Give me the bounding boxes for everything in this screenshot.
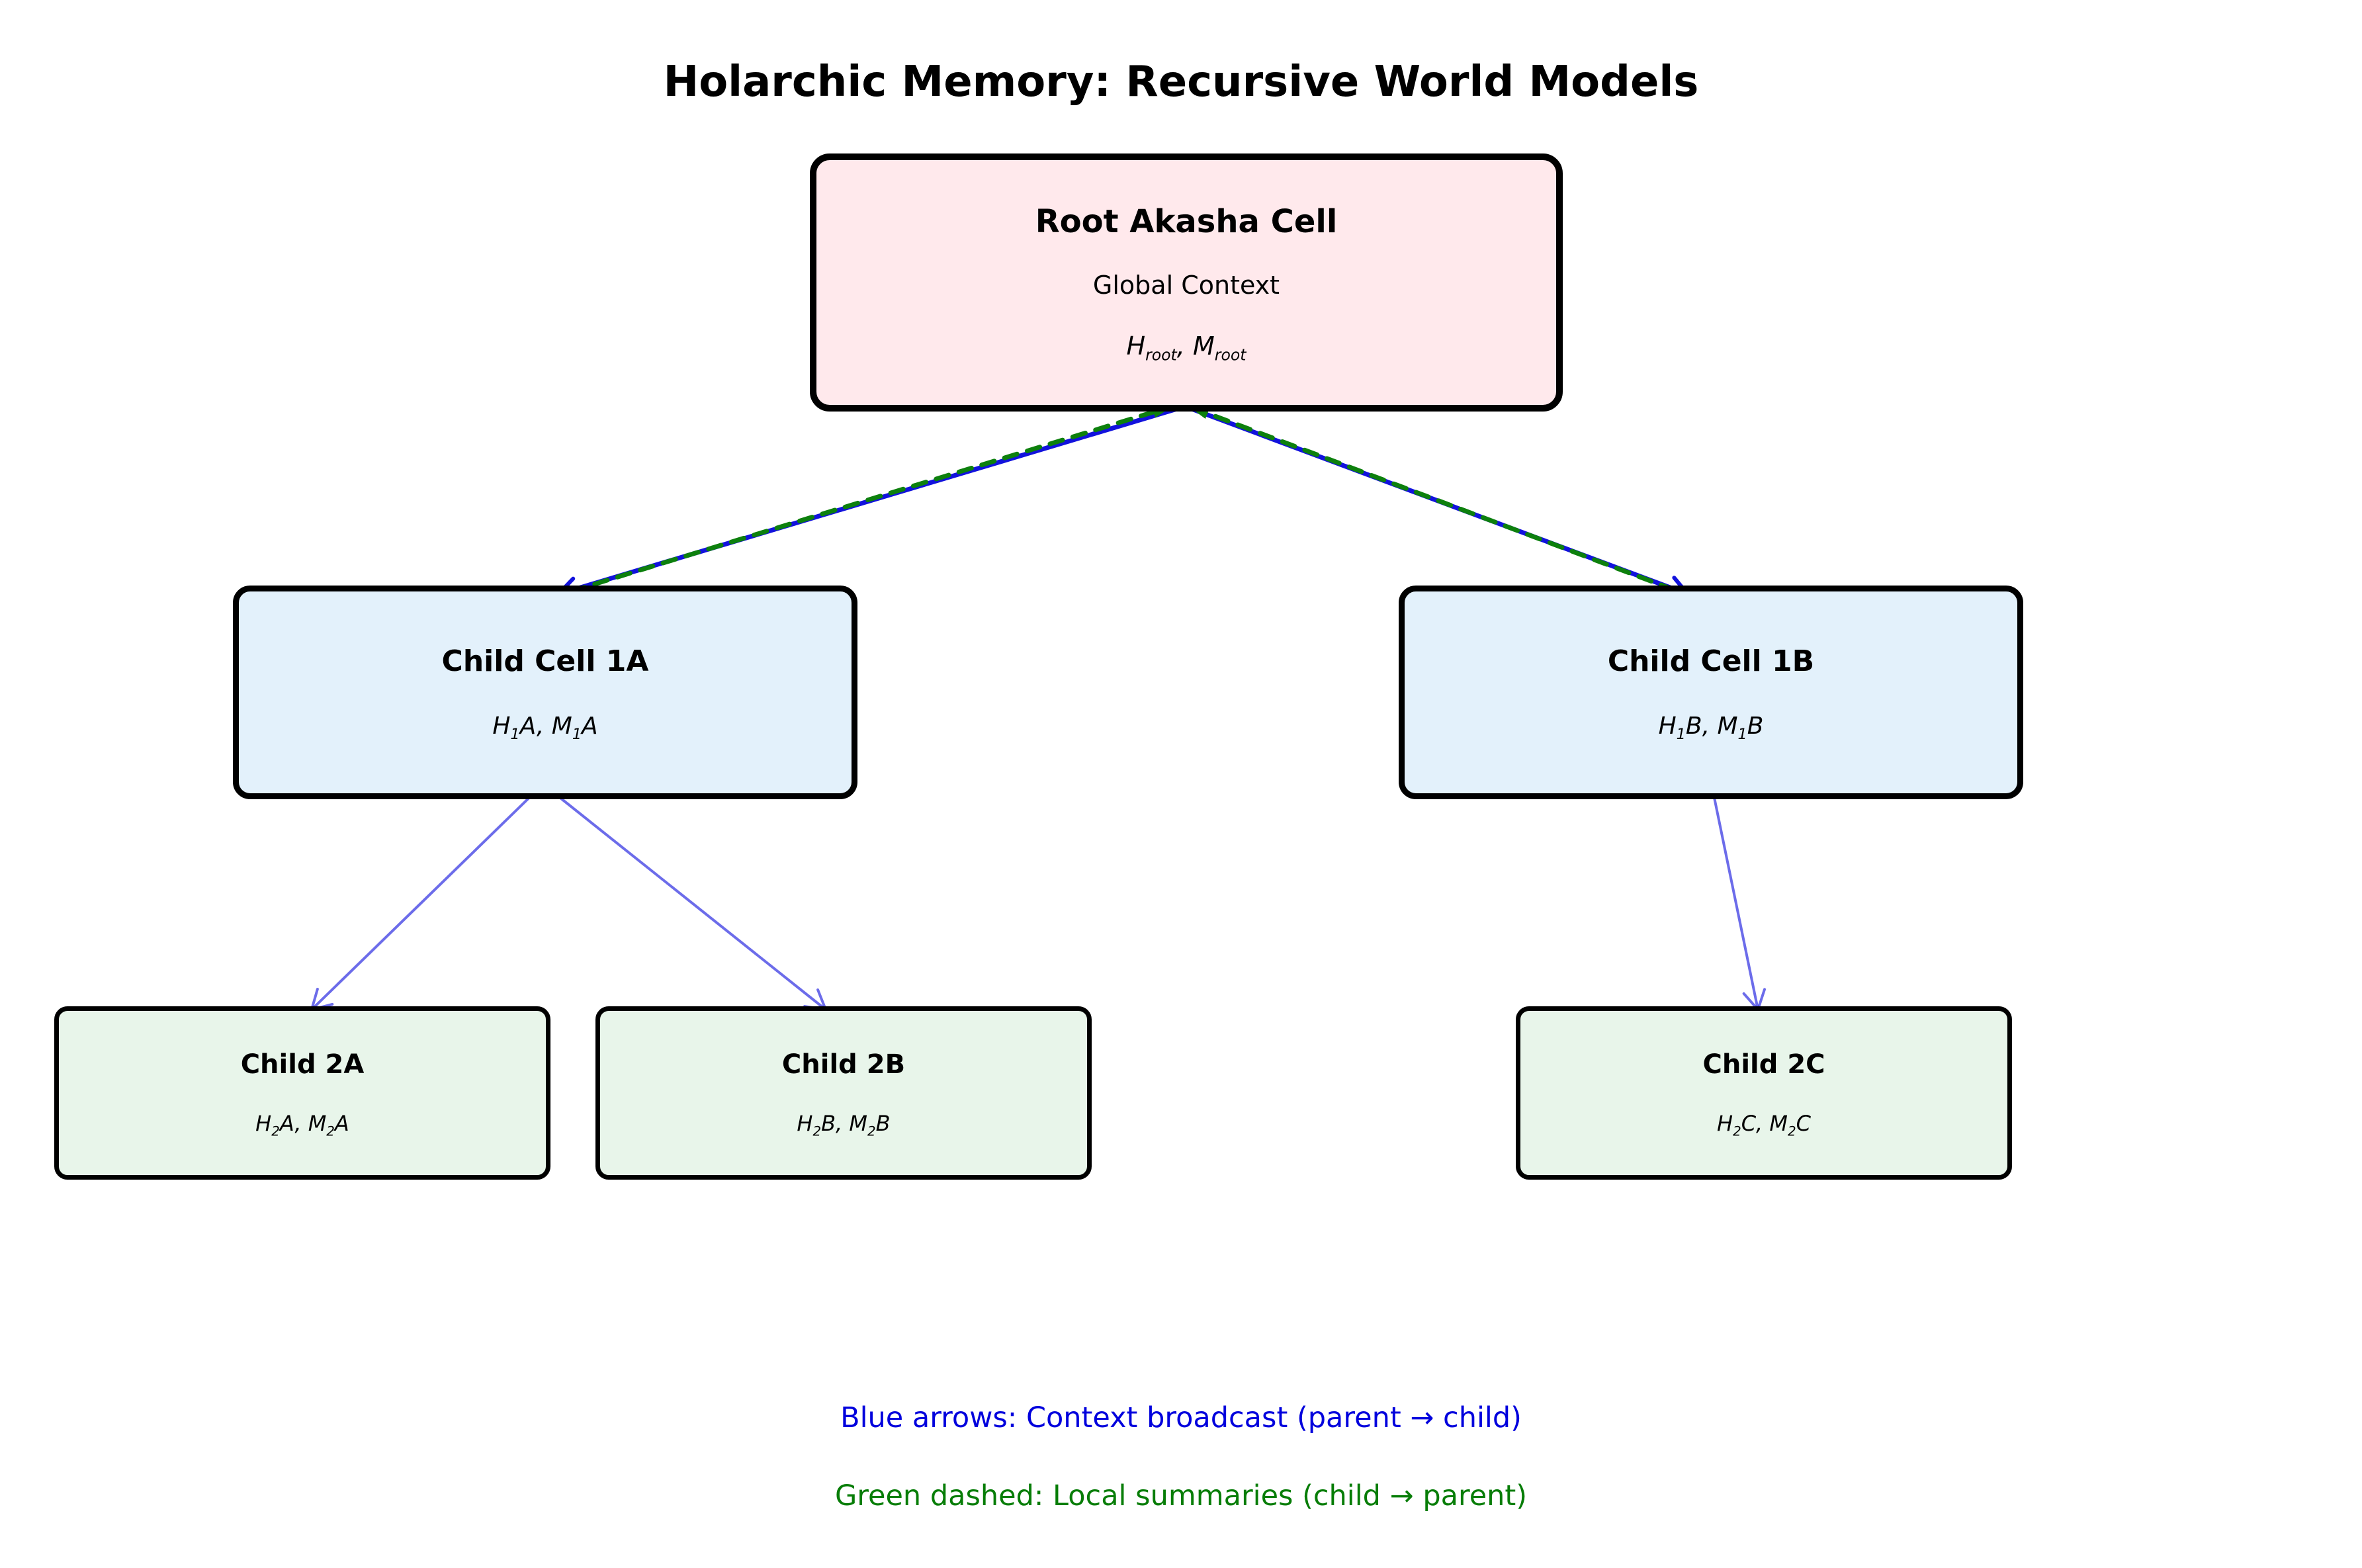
arrow-broadcast-root-to-1b: [1189, 406, 1692, 600]
math-h-post: B: [1685, 712, 1702, 740]
math-m-sub: 2: [326, 1123, 335, 1139]
math-h-post: A: [279, 1111, 295, 1137]
child-2b-math-label: H2B, M2B: [797, 1111, 891, 1138]
node-root-akasha-cell: Root Akasha Cell Global Context Hroot, M…: [810, 153, 1563, 412]
root-node-title: Root Akasha Cell: [1035, 202, 1338, 240]
node-child-2a: Child 2A H2A, M2A: [54, 1006, 550, 1180]
math-h: H: [1126, 331, 1146, 361]
arrow-broadcast-root-to-1a: [554, 406, 1180, 601]
math-h-sub: 1: [510, 725, 520, 743]
math-m-post: A: [334, 1111, 349, 1137]
node-child-cell-1a: Child Cell 1A H1A, M1A: [233, 586, 857, 799]
child-2a-title: Child 2A: [240, 1049, 365, 1080]
child-2a-math-label: H2A, M2A: [255, 1111, 349, 1138]
math-h-sub: root: [1145, 345, 1177, 365]
math-m-sub: 2: [867, 1123, 876, 1139]
arrow-broadcast-1a-to-2b: [547, 787, 828, 1012]
math-m: M: [1192, 331, 1215, 361]
arrow-summary-1a-to-root: [547, 404, 1175, 601]
math-m: M: [849, 1111, 867, 1137]
math-h-sub: 2: [812, 1123, 822, 1139]
math-m-post: C: [1796, 1111, 1811, 1137]
arrow-summary-1b-to-root: [1186, 404, 1698, 601]
math-m: M: [1769, 1111, 1788, 1137]
math-m: M: [1717, 712, 1738, 740]
math-m-sub: 1: [1737, 725, 1747, 743]
math-m-post: A: [582, 712, 598, 740]
node-child-2b: Child 2B H2B, M2B: [595, 1006, 1092, 1180]
child-2c-title: Child 2C: [1702, 1049, 1825, 1080]
math-separator: ,: [836, 1111, 850, 1137]
math-h: H: [1717, 1111, 1733, 1137]
child-2c-math-label: H2C, M2C: [1717, 1111, 1811, 1138]
math-h-post: B: [821, 1111, 836, 1137]
math-h: H: [492, 712, 511, 740]
math-h-sub: 2: [1733, 1123, 1741, 1139]
node-child-cell-1b: Child Cell 1B H1B, M1B: [1399, 586, 2023, 799]
child-2b-title: Child 2B: [781, 1049, 906, 1080]
math-h: H: [797, 1111, 813, 1137]
math-m-sub: 2: [1788, 1123, 1796, 1139]
arrow-broadcast-1a-to-2a: [310, 787, 541, 1012]
figure-title: Holarchic Memory: Recursive World Models: [663, 58, 1699, 107]
legend-blue-arrows: Blue arrows: Context broadcast (parent →…: [840, 1401, 1522, 1434]
math-m: M: [551, 712, 572, 740]
child-1b-title: Child Cell 1B: [1607, 644, 1815, 678]
math-h-post: C: [1741, 1111, 1757, 1137]
root-node-math-label: Hroot, Mroot: [1126, 331, 1246, 363]
node-child-2c: Child 2C H2C, M2C: [1516, 1006, 2012, 1180]
math-h-post: A: [519, 712, 537, 740]
math-separator: ,: [1756, 1111, 1770, 1137]
math-m-post: B: [875, 1111, 891, 1137]
math-separator: ,: [294, 1111, 308, 1137]
math-h: H: [255, 1111, 272, 1137]
arrow-broadcast-1b-to-2c: [1711, 787, 1767, 1012]
math-m-sub: root: [1214, 345, 1247, 365]
math-separator: ,: [1176, 331, 1193, 361]
math-h: H: [1658, 712, 1677, 740]
child-1a-title: Child Cell 1A: [441, 644, 649, 678]
math-h-sub: 2: [271, 1123, 280, 1139]
math-separator: ,: [536, 712, 552, 740]
child-1b-math-label: H1B, M1B: [1658, 712, 1764, 742]
root-node-subtitle: Global Context: [1092, 271, 1280, 300]
math-m: M: [308, 1111, 327, 1137]
math-m-post: B: [1747, 712, 1764, 740]
math-h-sub: 1: [1676, 725, 1686, 743]
legend-green-dashed: Green dashed: Local summaries (child → p…: [834, 1479, 1528, 1512]
math-m-sub: 1: [572, 725, 582, 743]
math-separator: ,: [1702, 712, 1718, 740]
child-1a-math-label: H1A, M1A: [492, 712, 598, 742]
